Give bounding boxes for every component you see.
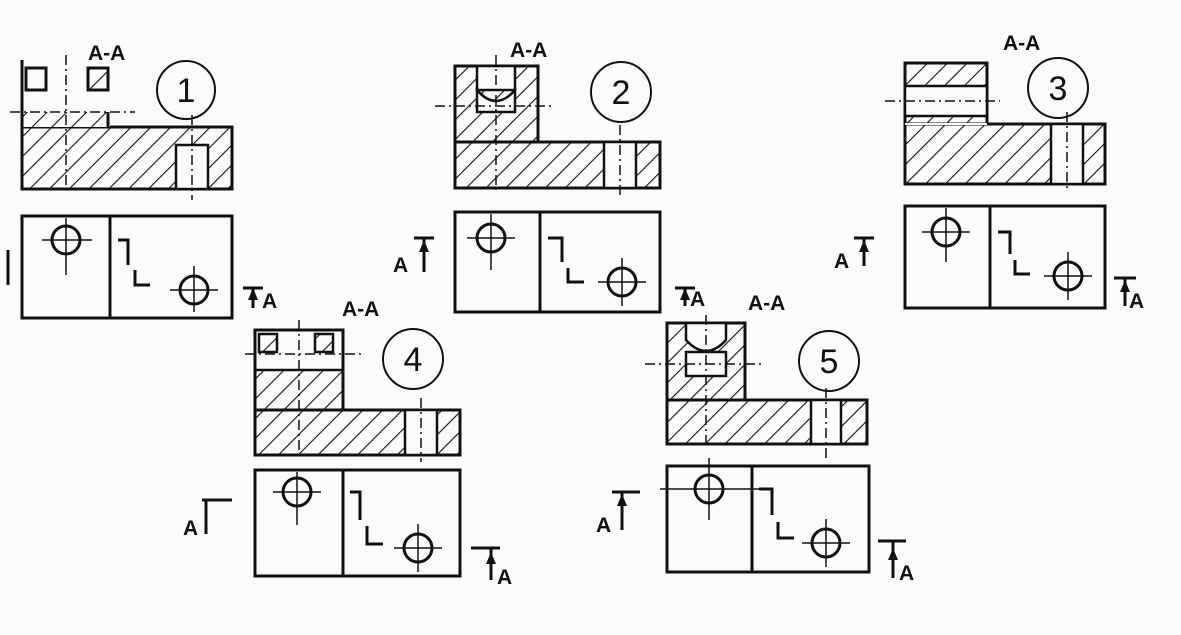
variant-3-number-circle (1027, 57, 1089, 119)
variant-5: A-A 5 A A (596, 292, 914, 585)
variant-3: A-A 3 A A (834, 32, 1144, 313)
variant-4: A-A 4 A A (183, 298, 512, 589)
variant-3-number: 3 (1049, 70, 1068, 108)
variant-1-arrow-label: A (262, 290, 277, 313)
variant-3-plan-view: A A (834, 204, 1144, 313)
variant-1: A-A 1 A (6, 42, 277, 320)
variant-5-number: 5 (820, 343, 839, 381)
variant-3-cutting-plane-path (998, 230, 1012, 254)
variant-1-section-label: A-A (88, 42, 125, 65)
variant-3-plan-outline (903, 204, 1107, 310)
variant-1-number: 1 (177, 72, 196, 110)
variant-1-plan-view: A (6, 214, 277, 320)
variant-5-section-view: A-A (645, 292, 869, 458)
variant-2-arrow-label-left: A (393, 254, 408, 277)
variant-3-section-label: A-A (1003, 32, 1040, 55)
variant-4-cutting-plane-path (350, 490, 362, 520)
variant-4-section-label: A-A (342, 298, 379, 321)
variant-1-number-circle (156, 60, 216, 120)
variant-4-arrow-label-right: A (497, 566, 512, 589)
variant-4-number: 4 (404, 341, 423, 379)
variant-5-arrow-label-right: A (899, 562, 914, 585)
variant-2-plan-outline (453, 210, 662, 314)
variant-5-plan-outline (665, 464, 871, 574)
variant-2-arrow-label-right: A (690, 288, 705, 311)
variant-4-number-circle (382, 328, 444, 390)
variant-5-arrow-label-left: A (596, 514, 611, 537)
variant-4-arrow-label-left: A (183, 517, 198, 540)
variant-2-plan-view: A A (393, 210, 705, 314)
variant-5-number-circle (798, 330, 860, 392)
variant-2-cutting-plane-path (548, 236, 564, 262)
variant-3-arrow-label-right: A (1129, 290, 1144, 313)
variant-1-plan-outline (20, 214, 234, 320)
variant-2: A-A 2 A A (393, 39, 705, 314)
variant-1-cutting-plane-path (118, 238, 130, 265)
variant-1-section-view: A-A (10, 42, 234, 200)
variant-2-number: 2 (612, 74, 631, 112)
variant-3-arrow-label-left: A (834, 250, 849, 273)
variant-2-section-label: A-A (510, 39, 547, 62)
variant-2-section-view: A-A (435, 39, 662, 198)
variant-2-number-circle (590, 61, 652, 123)
variant-3-section-view: A-A (885, 32, 1107, 192)
variant-5-cutting-plane-path (759, 487, 774, 515)
variant-5-section-label: A-A (748, 292, 785, 315)
variant-4-section-view: A-A (245, 298, 462, 462)
variant-4-plan-view: A A (183, 468, 512, 589)
variant-5-plan-view: A A (596, 458, 914, 585)
variant-4-plan-outline (253, 468, 462, 578)
